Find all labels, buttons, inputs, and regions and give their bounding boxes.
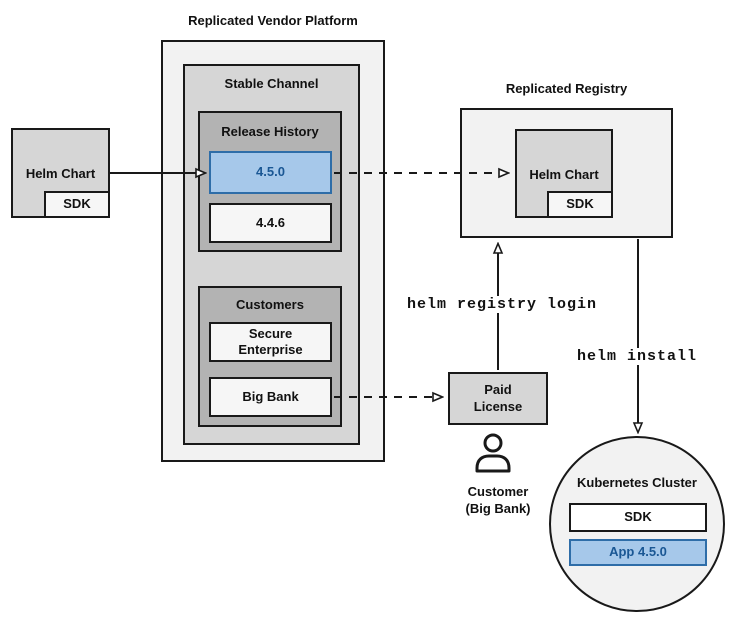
registry-helm-chart-label: Helm Chart	[529, 167, 599, 182]
cluster-sdk-box: SDK	[569, 503, 707, 532]
release-version-label: 4.4.6	[256, 214, 285, 230]
paid-license-label: Paid License	[473, 382, 523, 414]
customer-item-label: Secure Enterprise	[238, 325, 303, 357]
command-registry-login: helm registry login	[390, 296, 614, 313]
source-sdk-label: SDK	[63, 196, 91, 212]
customers-box: Customers Secure Enterprise Big Bank	[198, 286, 342, 427]
customer-item-big-bank: Big Bank	[209, 377, 332, 417]
registry-sdk-label: SDK	[566, 196, 594, 212]
customers-title: Customers	[236, 297, 304, 312]
cluster-app-box: App 4.5.0	[569, 539, 707, 566]
source-sdk-box: SDK	[44, 191, 110, 218]
source-helm-chart-label: Helm Chart	[25, 166, 96, 181]
cluster-app-label: App 4.5.0	[609, 544, 667, 560]
kubernetes-cluster-title: Kubernetes Cluster	[577, 475, 697, 490]
customer-item-secure-enterprise: Secure Enterprise	[209, 322, 332, 362]
customer-caption: Customer (Big Bank)	[465, 484, 531, 516]
release-version-box-previous: 4.4.6	[209, 203, 332, 243]
paid-license-box: Paid License	[448, 372, 548, 425]
cluster-sdk-label: SDK	[624, 509, 652, 525]
person-icon	[475, 433, 511, 473]
release-version-box-current: 4.5.0	[209, 151, 332, 194]
registry-title: Replicated Registry	[505, 81, 628, 96]
release-version-label: 4.5.0	[256, 164, 285, 180]
release-history-title: Release History	[221, 124, 319, 139]
stable-channel-box: Stable Channel Release History 4.5.0 4.4…	[183, 64, 360, 445]
command-helm-install: helm install	[567, 348, 707, 365]
vendor-platform-box: Stable Channel Release History 4.5.0 4.4…	[161, 40, 385, 462]
stable-channel-title: Stable Channel	[224, 76, 319, 91]
vendor-platform-title: Replicated Vendor Platform	[188, 13, 358, 28]
release-history-box: Release History 4.5.0 4.4.6	[198, 111, 342, 252]
registry-sdk-box: SDK	[547, 191, 613, 218]
registry-box: Helm Chart SDK	[460, 108, 673, 238]
registry-helm-chart-box: Helm Chart SDK	[515, 129, 613, 218]
source-helm-chart-box: Helm Chart SDK	[11, 128, 110, 218]
kubernetes-cluster-circle: Kubernetes Cluster SDK App 4.5.0	[549, 436, 725, 612]
customer-item-label: Big Bank	[242, 388, 299, 404]
